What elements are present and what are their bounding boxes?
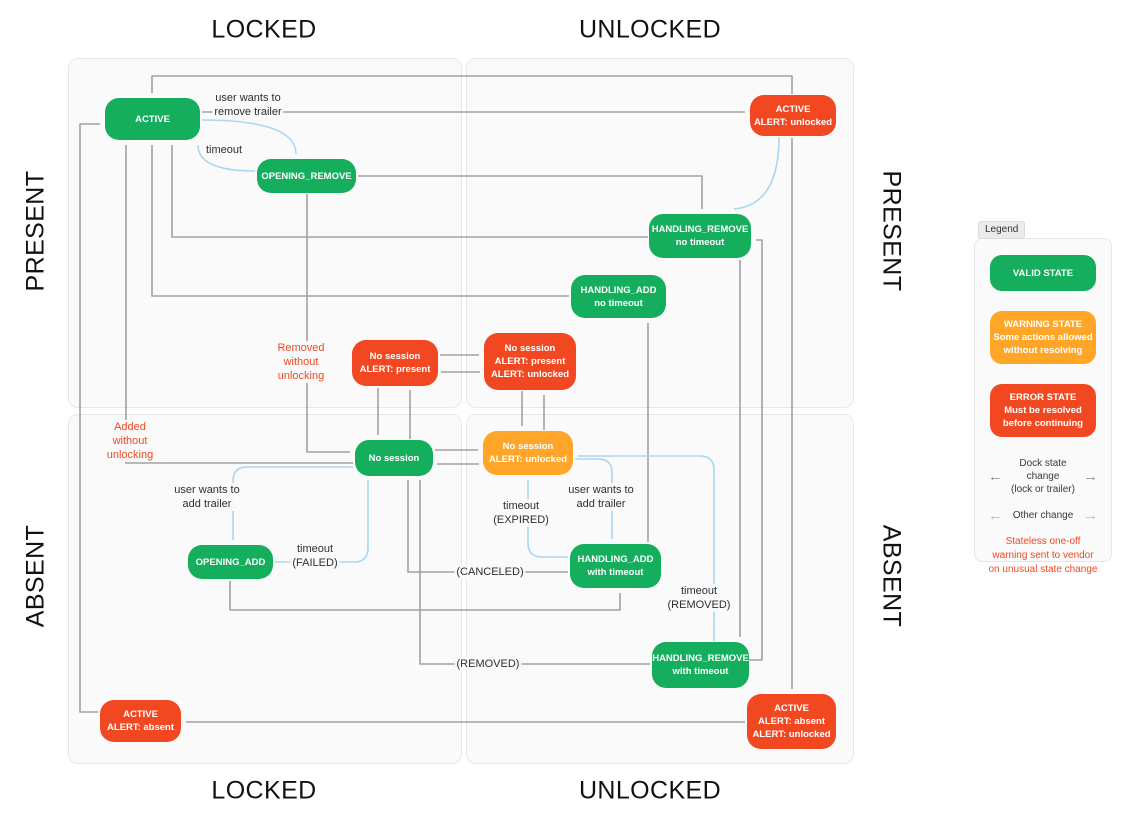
legend-gray-left-arrow-icon: ← [988, 468, 1003, 485]
state-node-active: ACTIVE [105, 98, 200, 140]
state-node-no-session: No session [355, 440, 433, 476]
legend-item-valid-state: VALID STATE [990, 255, 1096, 291]
legend-tag: Legend [978, 221, 1026, 239]
state-node-opening-remove: OPENING_REMOVE [257, 159, 356, 193]
quadrant-title-top-unlocked: UNLOCKED [578, 15, 722, 44]
quadrant-title-bottom-locked: LOCKED [211, 776, 317, 805]
quadrant-title-top-locked: LOCKED [211, 15, 317, 44]
legend-arrow-row-gray: ← Dock state change(lock or trailer) → [987, 457, 1099, 496]
legend-arrow-label-gray: Dock state change(lock or trailer) [1011, 458, 1075, 495]
legend-arrow-label-blue: Other change [1012, 510, 1074, 521]
legend-blue-right-arrow-icon: → [1083, 507, 1098, 524]
legend-blue-left-arrow-icon: ← [988, 507, 1003, 524]
quadrant-title-bottom-unlocked: UNLOCKED [578, 776, 722, 805]
legend-arrow-row-blue: ← Other change → [987, 508, 1099, 523]
state-node-opening-add: OPENING_ADD [188, 545, 273, 579]
legend-gray-right-arrow-icon: → [1083, 468, 1098, 485]
legend-arrow-key: ← Dock state change(lock or trailer) → ← Oth… [987, 457, 1099, 523]
